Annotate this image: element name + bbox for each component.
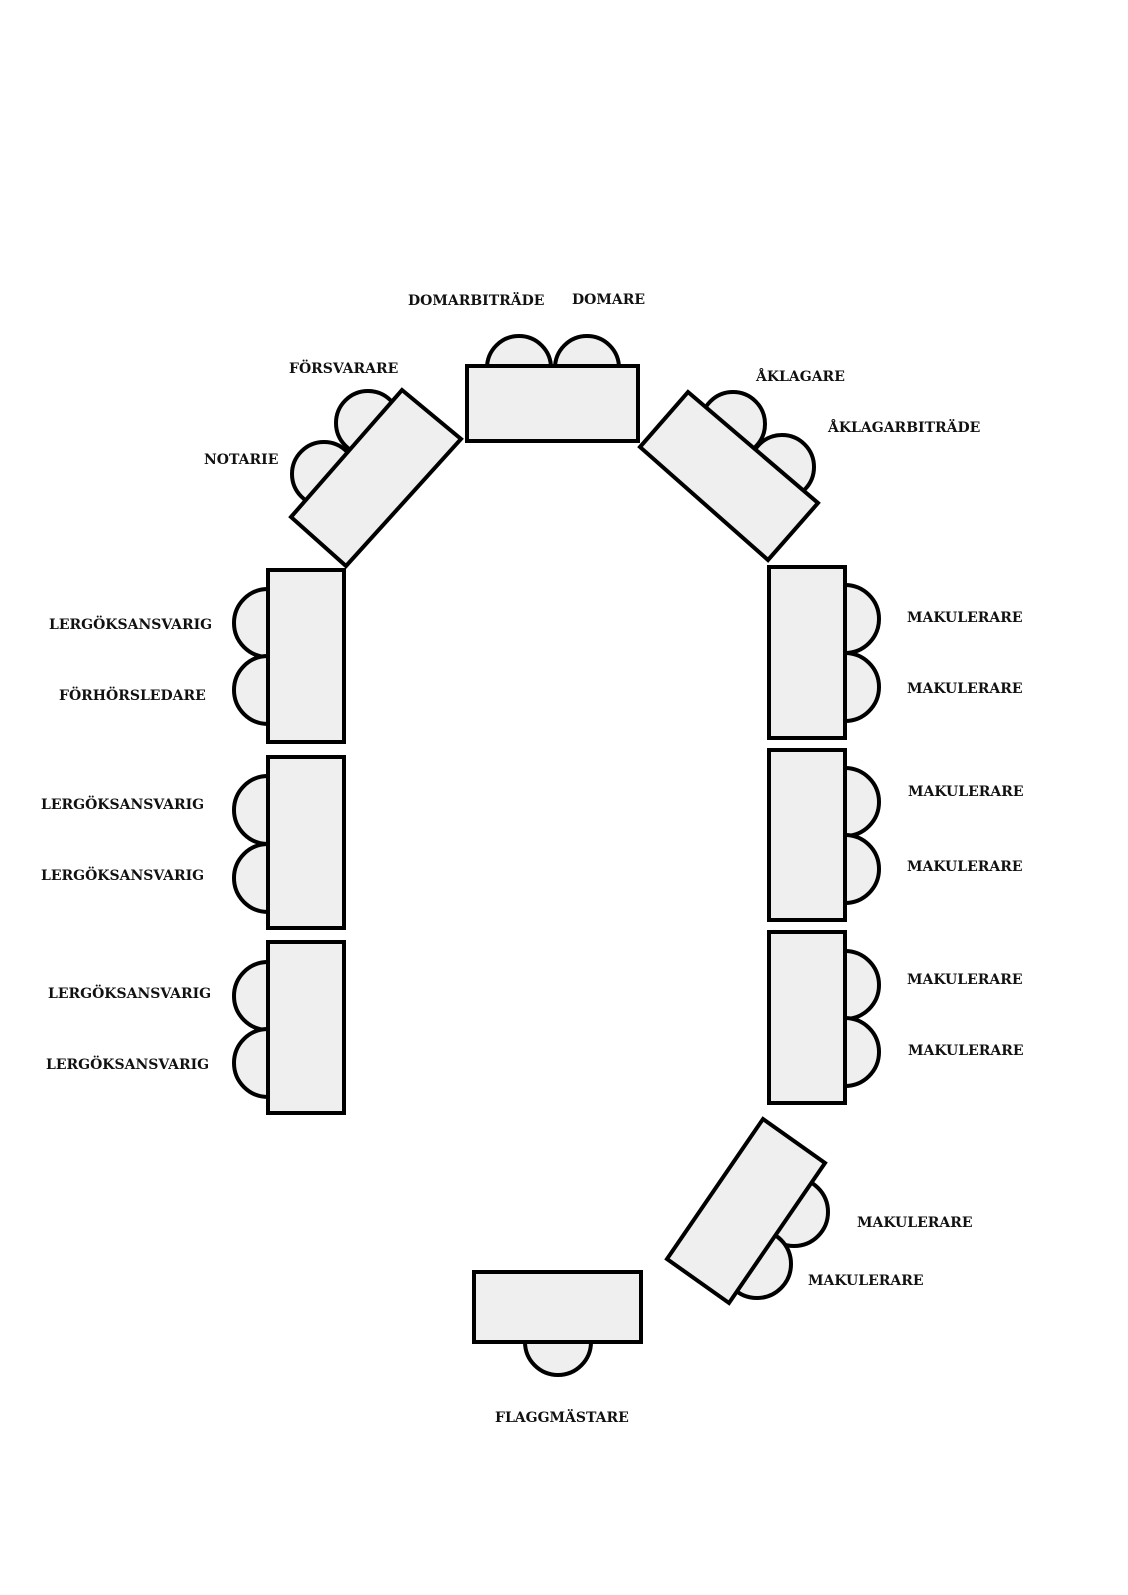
label-left-4: LERGÖKSANSVARIG	[41, 865, 204, 884]
label-right-8: MAKULERARE	[808, 1273, 924, 1289]
label-aklagare: ÅKLAGARE	[755, 367, 845, 385]
prosecution-table	[637, 389, 821, 563]
right-table-1	[767, 565, 847, 740]
label-right-4: MAKULERARE	[907, 859, 1023, 875]
left-tables-group	[232, 568, 346, 1115]
bottom-right-table-group	[664, 1116, 830, 1306]
label-flaggmastare: FLAGGMÄSTARE	[495, 1407, 629, 1426]
bottom-right-table	[664, 1116, 828, 1306]
label-right-3: MAKULERARE	[908, 784, 1024, 800]
left-table-3	[266, 940, 346, 1115]
label-right-6: MAKULERARE	[908, 1043, 1024, 1059]
left-table-2	[266, 755, 346, 930]
right-table-2	[767, 748, 847, 922]
right-tables-group	[767, 565, 881, 1105]
label-right-2: MAKULERARE	[907, 681, 1023, 697]
bottom-table-group	[472, 1270, 643, 1377]
label-right-5: MAKULERARE	[907, 972, 1023, 988]
label-domarbitrade: DOMARBITRÄDE	[408, 290, 544, 309]
defense-table	[288, 387, 464, 569]
bottom-table	[472, 1270, 643, 1344]
label-left-1: LERGÖKSANSVARIG	[49, 614, 212, 633]
label-left-2: FÖRHÖRSLEDARE	[59, 685, 206, 704]
judges-table	[465, 364, 640, 443]
label-aklagarbitrade: ÅKLAGARBITRÄDE	[827, 417, 980, 436]
label-left-5: LERGÖKSANSVARIG	[48, 983, 211, 1002]
prosecution-table-group	[637, 389, 821, 563]
label-domare: DOMARE	[572, 292, 645, 308]
label-left-3: LERGÖKSANSVARIG	[41, 794, 204, 813]
label-forsvarare: FÖRSVARARE	[289, 358, 398, 377]
defense-table-group	[288, 387, 464, 569]
right-table-3	[767, 930, 847, 1105]
label-left-6: LERGÖKSANSVARIG	[46, 1054, 209, 1073]
judges-table-group	[465, 334, 640, 443]
label-right-7: MAKULERARE	[857, 1215, 973, 1231]
label-notarie: NOTARIE	[204, 452, 278, 468]
label-right-1: MAKULERARE	[907, 610, 1023, 626]
left-table-1	[266, 568, 346, 744]
